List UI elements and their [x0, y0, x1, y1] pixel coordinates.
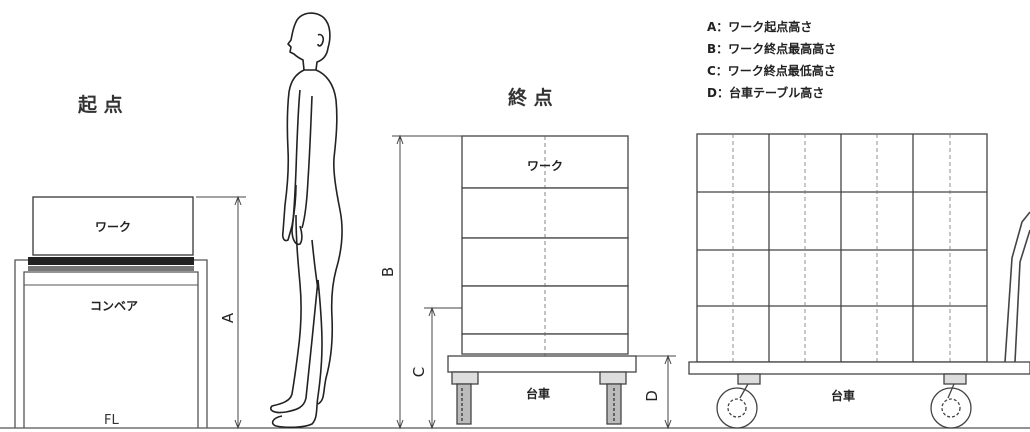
dimension-d-label: D: [643, 390, 661, 402]
cart-label-side: 台車: [831, 388, 855, 403]
floor-label: FL: [104, 413, 119, 428]
conveyor-label: コンベア: [90, 299, 138, 313]
side-work-grid: [696, 133, 988, 363]
cart-label-front: 台車: [526, 386, 550, 401]
dimension-c-label: C: [410, 367, 428, 377]
cart-side: [688, 211, 1030, 429]
end-work-label: ワーク: [527, 159, 563, 173]
start-work-label: ワーク: [95, 220, 131, 234]
end-title: 終 点: [508, 86, 553, 109]
start-title: 起 点: [77, 94, 123, 116]
side-grid-dashes: [732, 134, 951, 362]
conveyor-belt: [28, 257, 194, 265]
dimension-b: [392, 134, 462, 430]
conveyor: [14, 257, 208, 428]
legend-d: D：台車テーブル高さ: [707, 85, 824, 100]
start-work-box: [32, 196, 194, 256]
dimension-c: [424, 306, 462, 430]
legend-b: B：ワーク終点最高高さ: [707, 41, 836, 56]
dimension-b-label: B: [379, 267, 397, 277]
legend-c: C：ワーク終点最低高さ: [707, 63, 836, 78]
dimension-d: [636, 354, 676, 430]
legend: A：ワーク起点高さ B：ワーク終点最高高さ C：ワーク終点最低高さ D：台車テー…: [707, 19, 836, 100]
dimension-a-label: A: [219, 312, 237, 323]
cart-front: [447, 355, 637, 425]
human-figure: [270, 12, 343, 429]
dimension-a: [196, 195, 246, 430]
legend-a: A：ワーク起点高さ: [707, 19, 812, 34]
